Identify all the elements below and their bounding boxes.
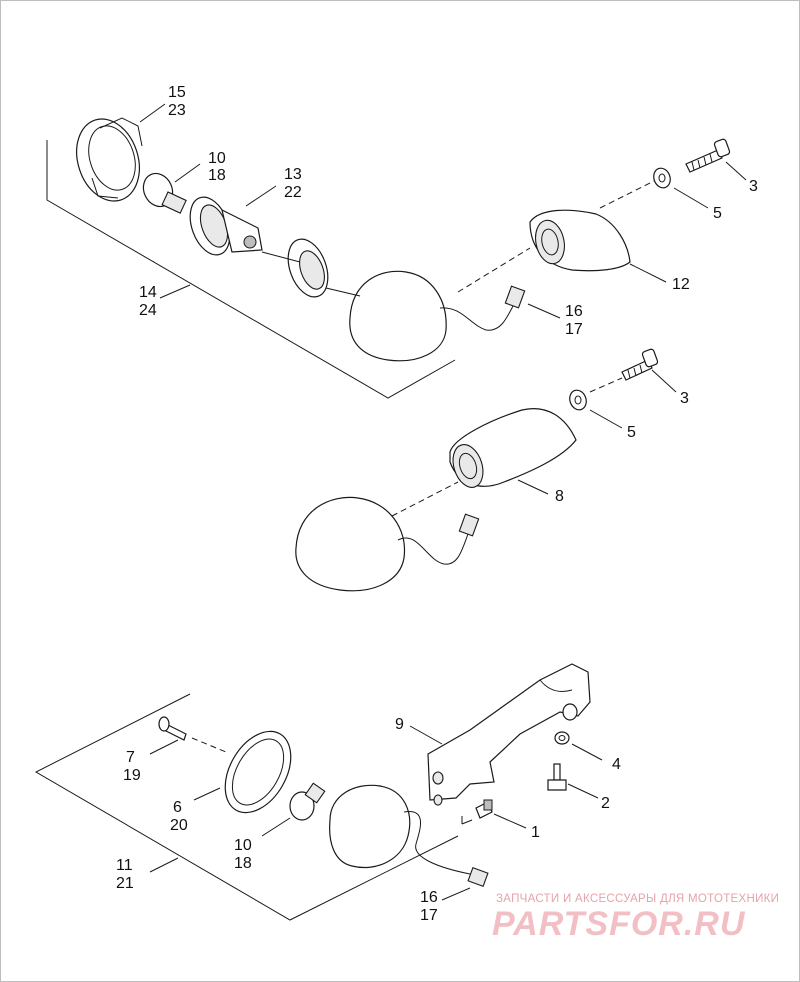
leader-5-mid [589, 409, 623, 429]
washer-part-mid[interactable] [567, 388, 589, 412]
lamp-housing-bottom[interactable] [329, 784, 411, 868]
screw-part-mid[interactable] [621, 348, 659, 381]
callout-16-17-bot-a: 16 [420, 889, 438, 906]
leader-4 [571, 743, 603, 761]
wire-harness-top [439, 285, 526, 331]
callout-5-mid: 5 [627, 424, 636, 441]
socket-part[interactable] [183, 192, 263, 261]
bolt-part[interactable] [547, 763, 567, 791]
watermark-logo: ЗАПЧАСТИ И АКСЕССУАРЫ ДЛЯ МОТОТЕХНИКИ PA… [492, 893, 779, 943]
leader-8 [517, 479, 549, 495]
bottom-assembly-bracket [34, 693, 459, 921]
callout-3-mid: 3 [680, 390, 689, 407]
retainer-ring-part[interactable] [66, 111, 149, 209]
callout-2: 2 [601, 795, 610, 812]
callout-16-17-top-b: 17 [565, 321, 583, 338]
leader-5-top [673, 187, 709, 209]
alignment-line-mid-1 [589, 377, 623, 393]
callout-15-23-a: 15 [168, 84, 186, 101]
callout-14-24-b: 24 [139, 302, 157, 319]
lamp-mount-part[interactable] [529, 209, 631, 272]
callout-7-19-a: 7 [126, 749, 135, 766]
leader-16-17-top [527, 303, 561, 319]
callout-8: 8 [555, 488, 564, 505]
bulb-part-bottom[interactable] [289, 782, 326, 821]
callout-16-17-bot-b: 17 [420, 907, 438, 924]
leader-15-23 [139, 103, 166, 123]
bottom-assembly [34, 663, 603, 921]
callout-13-22-a: 13 [284, 166, 302, 183]
leader-7-19 [149, 739, 179, 755]
bulb-part-top[interactable] [138, 169, 187, 214]
alignment-line-mid-2 [391, 481, 459, 517]
alignment-line-top-1 [457, 247, 531, 293]
callout-5-top: 5 [713, 205, 722, 222]
watermark-brand: PARTSFOR.RU [492, 905, 746, 943]
callout-10-18-bot-a: 10 [234, 837, 252, 854]
screw-part-1[interactable] [475, 799, 493, 819]
callout-6-20-a: 6 [173, 799, 182, 816]
callout-10-18-top-a: 10 [208, 150, 226, 167]
lamp-housing-mid[interactable] [295, 496, 406, 592]
callout-13-22-b: 22 [284, 184, 302, 201]
screw-part-bottom[interactable] [158, 716, 187, 741]
callout-9: 9 [395, 716, 404, 733]
leader-2 [567, 783, 599, 799]
callout-15-23-b: 23 [168, 102, 186, 119]
mounting-bracket-part[interactable] [427, 663, 591, 825]
leader-9 [409, 725, 443, 745]
alignment-line-bot-1 [191, 737, 227, 753]
screw-part-top[interactable] [685, 138, 731, 173]
wire-harness-bottom [403, 811, 489, 888]
leader-10-18-bot [261, 817, 291, 837]
callout-10-18-bot-b: 18 [234, 855, 252, 872]
callout-4: 4 [612, 756, 621, 773]
wire-harness-mid [397, 513, 480, 565]
callout-7-19-b: 19 [123, 767, 141, 784]
leader-3-top [725, 161, 747, 181]
leader-14-24 [159, 284, 191, 299]
callout-3-top: 3 [749, 178, 758, 195]
lamp-mount-part-mid[interactable] [448, 408, 577, 492]
washer-part-bottom[interactable] [554, 731, 570, 745]
callout-1: 1 [531, 824, 540, 841]
callout-11-21-b: 21 [116, 875, 134, 892]
leader-12 [629, 263, 667, 283]
callout-labels: 15 23 10 18 13 22 14 24 3 5 12 16 17 3 5… [116, 84, 758, 924]
callout-12: 12 [672, 276, 690, 293]
leader-11-21 [149, 857, 179, 873]
callout-11-21-a: 11 [116, 857, 133, 874]
leader-13-22 [245, 185, 277, 207]
lamp-housing-top[interactable] [325, 270, 447, 362]
top-assembly-bracket [46, 140, 456, 399]
leader-3-mid [651, 369, 677, 393]
callout-16-17-top-a: 16 [565, 303, 583, 320]
lens-ring-part[interactable] [212, 720, 304, 824]
callout-6-20-b: 20 [170, 817, 188, 834]
top-assembly [46, 103, 747, 399]
alignment-line-top-2 [599, 177, 661, 209]
leader-1 [493, 813, 527, 829]
leader-6-20 [193, 787, 221, 801]
leader-10-18-top [174, 163, 201, 183]
callout-10-18-top-b: 18 [208, 167, 226, 184]
grommet-part[interactable] [261, 234, 335, 303]
watermark-tagline: ЗАПЧАСТИ И АКСЕССУАРЫ ДЛЯ МОТОТЕХНИКИ [496, 893, 779, 905]
leader-16-17-bot [441, 887, 471, 901]
middle-assembly [295, 348, 677, 592]
callout-14-24-a: 14 [139, 284, 157, 301]
washer-part-top[interactable] [651, 166, 673, 190]
